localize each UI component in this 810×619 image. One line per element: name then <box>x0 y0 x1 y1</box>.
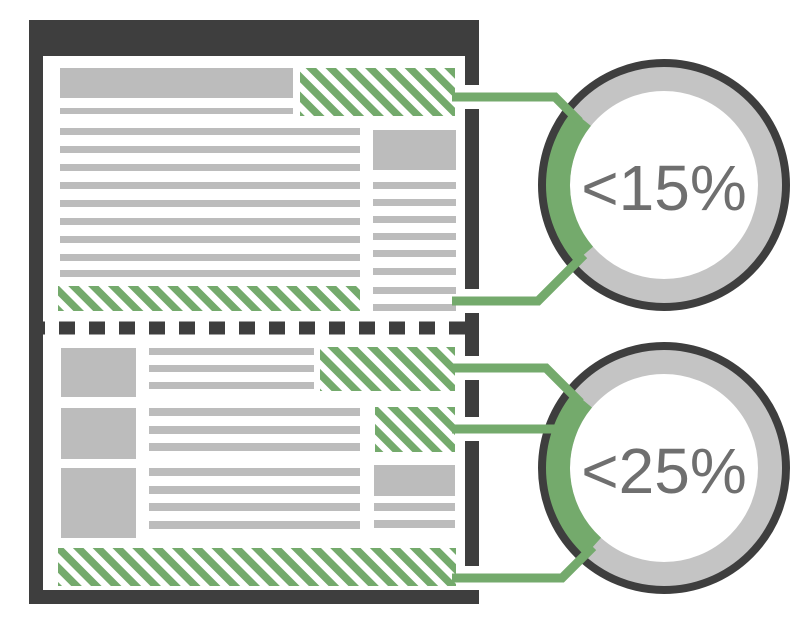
percent-label: <25% <box>581 435 746 507</box>
connector-ad-top-to-donut1 <box>452 92 583 125</box>
text-line <box>60 146 360 153</box>
text-line <box>373 304 456 311</box>
connector-ad-banner-to-donut1 <box>452 251 588 306</box>
frame-top-bar <box>29 20 479 56</box>
frame-right-border-segment <box>465 20 479 85</box>
text-line <box>60 128 360 135</box>
text-line <box>373 268 456 275</box>
frame-right-border-segment <box>465 313 479 356</box>
sidebar-image-placeholder <box>374 465 455 496</box>
ad-share-arc <box>544 110 594 264</box>
text-line <box>149 503 360 511</box>
frame-left-border <box>29 20 43 604</box>
frame-bottom-border <box>29 590 479 604</box>
ad-block-bottom-banner-2 <box>58 548 456 586</box>
frame-right-border-segment <box>465 441 479 566</box>
subhead-placeholder <box>60 108 293 114</box>
text-line <box>374 520 455 528</box>
sidebar-column <box>373 130 456 311</box>
text-line <box>60 236 360 243</box>
text-line <box>149 521 360 529</box>
text-line <box>60 164 360 171</box>
donut-outline <box>538 59 790 311</box>
frame-right-border-segment <box>465 590 479 604</box>
ad-block-top-right <box>300 68 455 116</box>
text-line <box>373 199 456 206</box>
text-line <box>149 408 360 416</box>
list-item-text-lines <box>149 348 360 529</box>
frame-right-border-segment <box>465 109 479 289</box>
frame-right-border <box>465 20 479 604</box>
text-line <box>60 182 360 189</box>
ad-block-right-2 <box>375 407 455 452</box>
browser-frame <box>29 20 479 604</box>
sidebar-image-placeholder <box>373 130 456 170</box>
headline-placeholder <box>60 68 293 98</box>
connector-ad1-to-donut2 <box>452 363 584 406</box>
text-line <box>60 200 360 207</box>
page-section-below-fold <box>58 347 456 586</box>
body-text-lines <box>60 128 360 277</box>
text-line <box>60 254 360 261</box>
text-line <box>60 218 360 225</box>
ad-share-arc <box>544 391 602 557</box>
text-line <box>373 182 456 189</box>
page-section-above-fold <box>58 68 456 311</box>
text-line <box>149 365 314 372</box>
text-line <box>373 250 456 257</box>
percent-label: <15% <box>581 152 746 224</box>
connector-lines <box>452 92 597 583</box>
text-line <box>60 270 360 277</box>
text-line <box>149 468 360 476</box>
ad-block-right-1 <box>320 347 455 391</box>
thumbnail-placeholder <box>61 408 136 459</box>
ad-block-bottom-banner <box>58 286 360 311</box>
donut-outline <box>538 342 790 594</box>
text-line <box>149 426 360 434</box>
donut-chart-bottom: <25% <box>538 342 790 594</box>
text-line <box>149 382 314 389</box>
frame-right-border-segment <box>465 380 479 417</box>
text-line <box>373 287 456 294</box>
text-line <box>373 216 456 223</box>
thumbnail-placeholder <box>61 468 136 538</box>
donut-chart-top: <15% <box>538 59 790 311</box>
text-line <box>149 486 360 494</box>
connector-ad3-to-donut2 <box>452 543 597 583</box>
text-line <box>373 233 456 240</box>
text-line <box>149 443 360 451</box>
text-line <box>149 348 314 355</box>
thumbnail-placeholder <box>61 348 136 397</box>
text-line <box>374 503 455 511</box>
sidebar-column-2 <box>374 465 455 528</box>
